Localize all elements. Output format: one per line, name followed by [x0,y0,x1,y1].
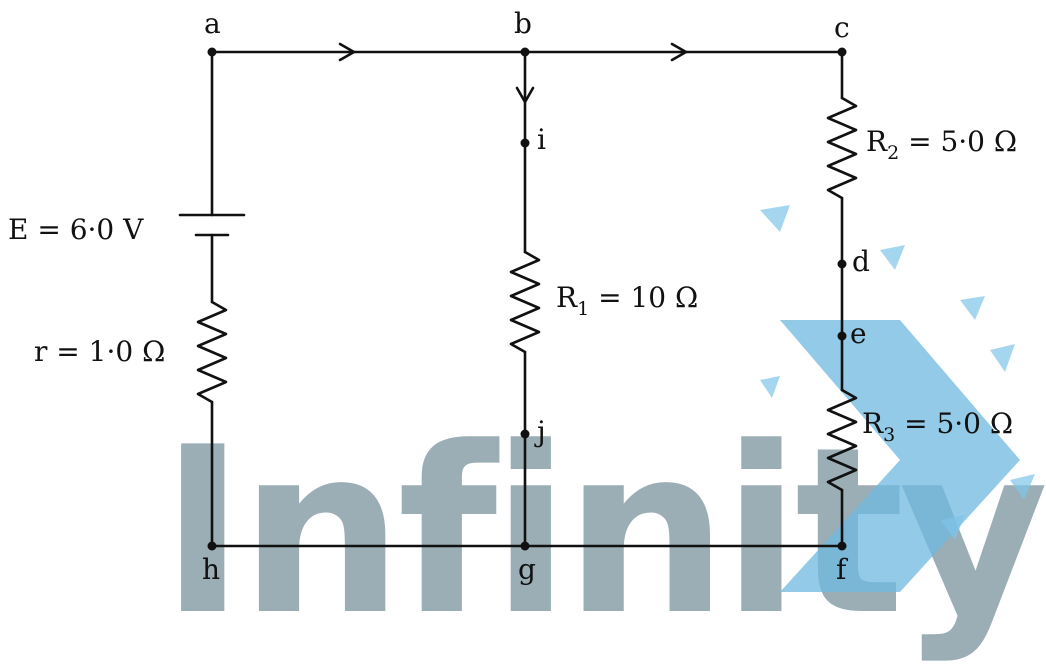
node-label-f: f [836,553,847,586]
emf-label: E = 6·0 V [8,213,144,246]
chevron-fragment [760,205,790,232]
node-label-e: e [850,317,867,350]
node-dot-j [520,429,530,439]
node-label-c: c [834,11,850,44]
resistor-r2 [826,96,858,200]
current-arrow-b-down [515,86,535,104]
chevron-fragment [880,245,905,270]
node-label-j: j [537,415,546,448]
node-dot-a [207,47,217,57]
watermark-chevron [760,205,1035,592]
r3-subscript: 3 [883,424,896,446]
chevron-fragment [990,344,1015,372]
chevron-fragment [1010,474,1035,500]
circuit-diagram [178,42,858,551]
r2-symbol: R [866,125,888,158]
r3-value: = 5·0 Ω [895,407,1014,440]
node-dot-d [837,259,847,269]
r1-value: = 10 Ω [589,281,699,314]
internal-resistance-label: r = 1·0 Ω [34,335,166,368]
r2-label: R2 = 5·0 Ω [866,125,1018,163]
node-dot-c [837,47,847,57]
r2-value: = 5·0 Ω [899,125,1018,158]
r3-label: R3 = 5·0 Ω [862,407,1014,445]
r1-symbol: R [556,281,578,314]
r3-symbol: R [862,407,884,440]
node-dot-b [520,47,530,57]
node-label-a: a [204,7,221,40]
chevron-fragment [760,376,780,398]
node-label-i: i [537,123,546,156]
node-label-g: g [518,553,536,586]
node-dot-g [520,541,530,551]
chevron-fragment [960,296,985,320]
node-dot-i [520,138,530,148]
node-label-h: h [202,553,221,586]
node-dot-e [837,331,847,341]
node-label-d: d [852,245,870,278]
resistor-r [196,300,228,404]
resistor-r1 [509,250,541,354]
current-arrow-ab [338,42,356,62]
r1-label: R1 = 10 Ω [556,281,699,319]
resistor-r3 [826,388,858,492]
current-arrow-bc [670,42,688,62]
node-label-b: b [514,7,532,40]
node-dot-h [207,541,217,551]
r2-subscript: 2 [887,142,900,164]
chevron-fragment [940,515,965,540]
r1-subscript: 1 [577,298,590,320]
node-dot-f [837,541,847,551]
